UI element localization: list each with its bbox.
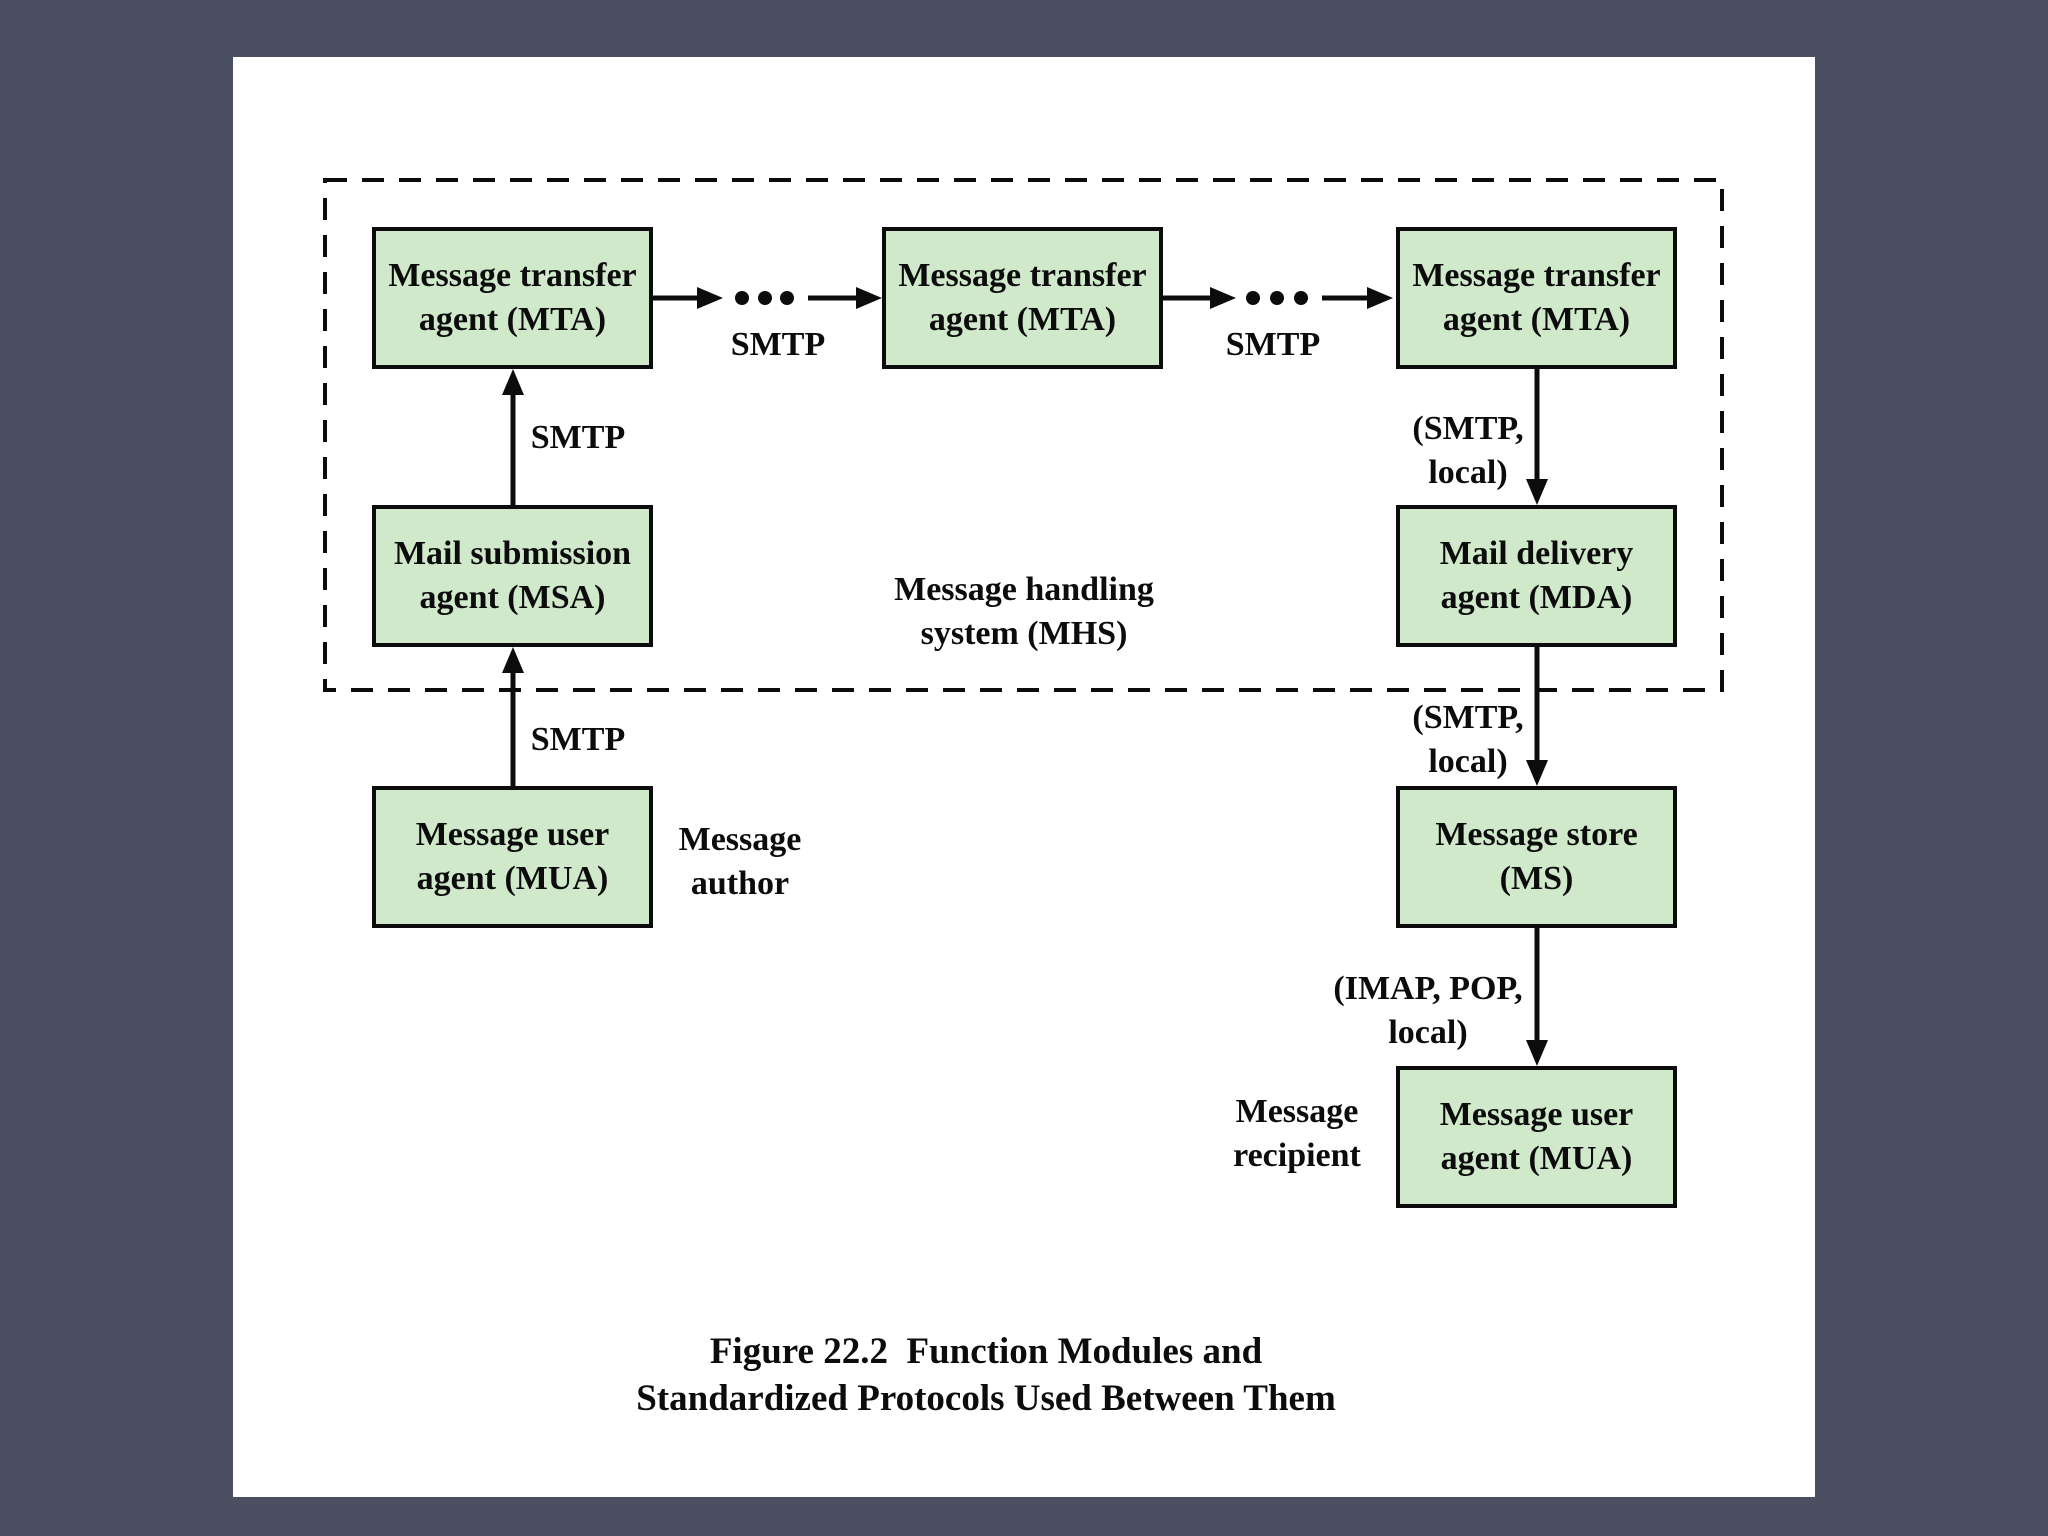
- arrow-mta1-to-mta2: [652, 287, 882, 309]
- figure-caption: Figure 22.2 Function Modules and Standar…: [636, 1331, 1336, 1419]
- label-message-recipient: Message recipient: [1233, 1093, 1361, 1174]
- label-imap-pop-local: (IMAP, POP, local): [1333, 970, 1523, 1051]
- box-ms: Message store (MS): [1396, 786, 1677, 928]
- label-message-author: Message author: [678, 821, 802, 902]
- box-mta-1: Message transfer agent (MTA): [372, 227, 653, 369]
- label-smtp-local-lower: (SMTP, local): [1412, 699, 1524, 780]
- box-mua-recipient: Message user agent (MUA): [1396, 1066, 1677, 1208]
- label-smtp-relay-1: SMTP: [730, 326, 826, 363]
- arrow-mta2-to-mta3: [1163, 287, 1393, 309]
- mhs-boundary: [323, 178, 1724, 692]
- box-mda: Mail delivery agent (MDA): [1396, 505, 1677, 647]
- label-smtp-relay-2: SMTP: [1225, 326, 1321, 363]
- label-smtp-submit-lower: SMTP: [530, 721, 626, 758]
- label-smtp-submit-upper: SMTP: [530, 419, 626, 456]
- box-mua-author: Message user agent (MUA): [372, 786, 653, 928]
- connector-layer: [323, 178, 1724, 1066]
- box-mta-2: Message transfer agent (MTA): [882, 227, 1163, 369]
- figure-page: Message transfer agent (MTA) Message tra…: [233, 57, 1815, 1497]
- box-mta-3: Message transfer agent (MTA): [1396, 227, 1677, 369]
- label-mhs: Message handling system (MHS): [894, 571, 1154, 652]
- box-msa: Mail submission agent (MSA): [372, 505, 653, 647]
- label-smtp-local-upper: (SMTP, local): [1412, 410, 1524, 491]
